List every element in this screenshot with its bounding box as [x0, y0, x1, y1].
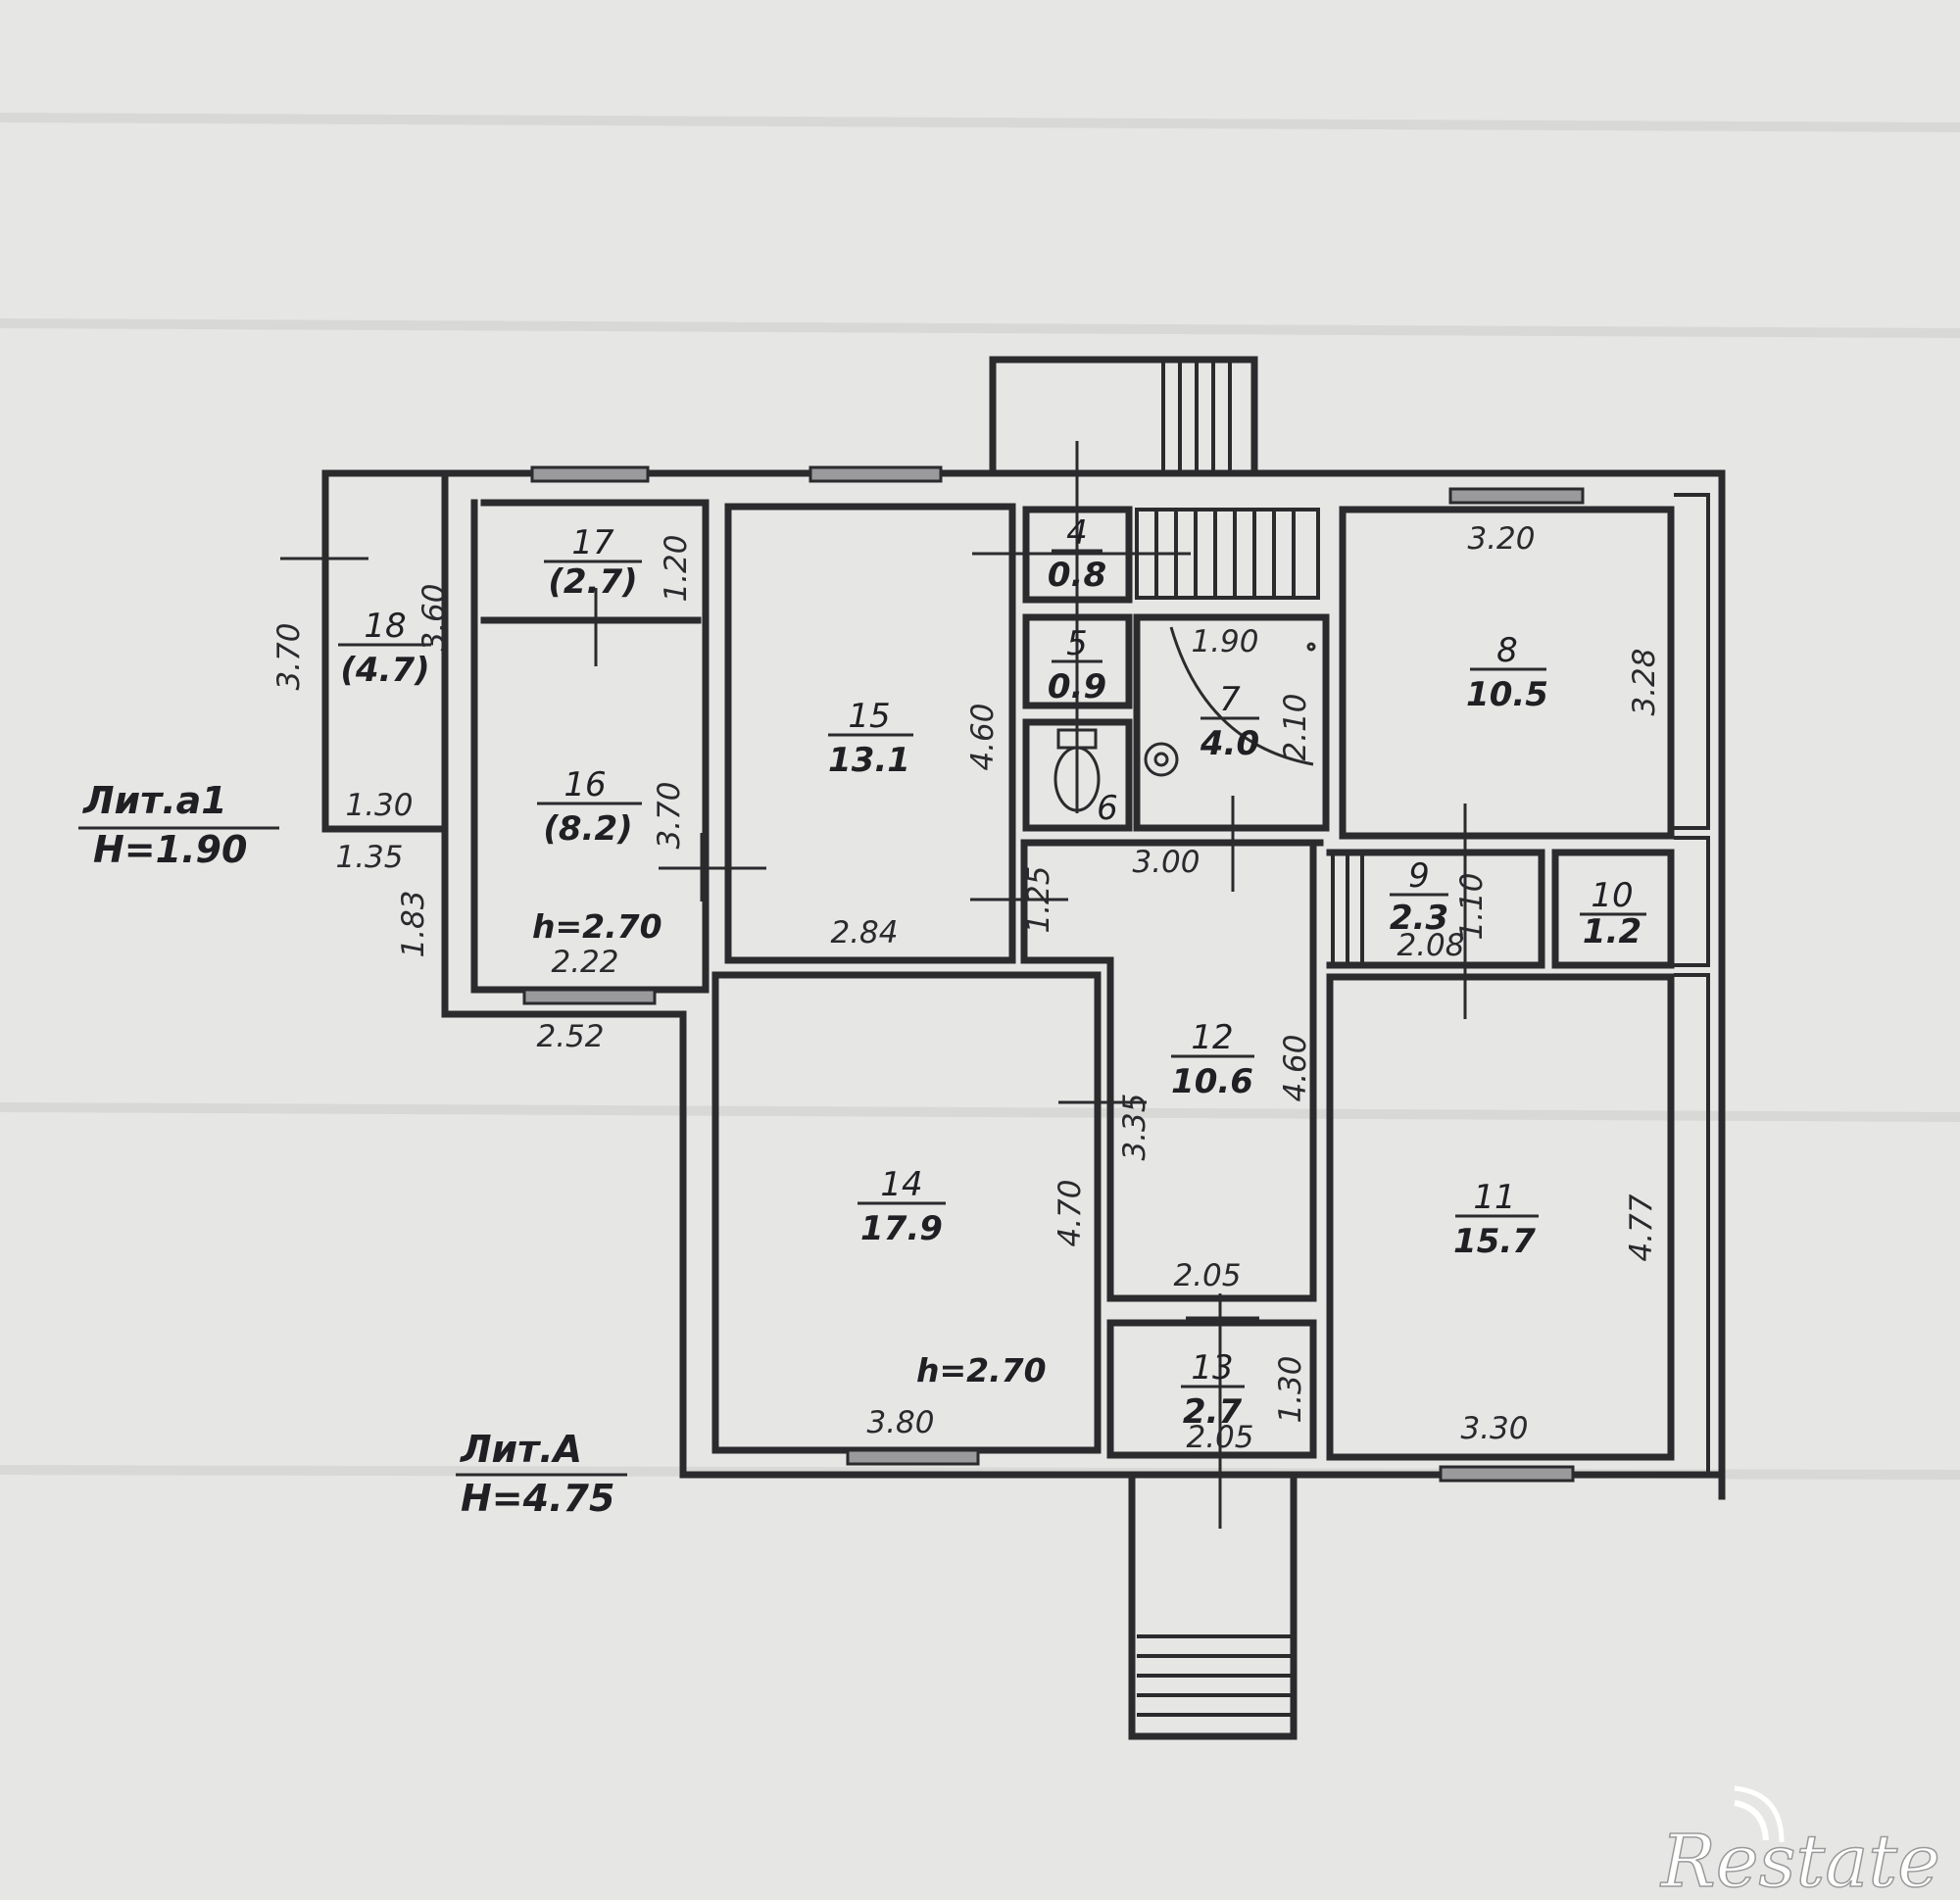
bathroom-fixtures — [1054, 626, 1316, 812]
room-number: 12 — [1191, 1018, 1233, 1057]
room-area: 1.2 — [1583, 912, 1642, 951]
walls — [321, 356, 1726, 1740]
dimension: 1.35 — [335, 840, 403, 875]
dimension: 1.20 — [659, 534, 694, 602]
dimension: 2.10 — [1278, 693, 1313, 760]
dimension: 3.30 — [1460, 1411, 1528, 1446]
room-area: 2.7 — [1183, 1392, 1243, 1432]
ceiling-heights: h=2.70 h=2.70 — [532, 907, 1047, 1389]
dimension: 3.35 — [1117, 1093, 1152, 1160]
dimension: 3.70 — [652, 781, 687, 849]
scan-background — [0, 113, 1960, 1480]
room-number: 4 — [1066, 513, 1088, 553]
room-area: (8.2) — [543, 809, 632, 849]
lit-a-label: Лит.А — [460, 1428, 582, 1471]
room-area: (2.7) — [548, 562, 637, 602]
dimension: 1.30 — [1273, 1355, 1308, 1423]
dimension: 3.80 — [866, 1405, 934, 1440]
room-number: 8 — [1496, 631, 1518, 670]
ceiling-height: h=2.70 — [916, 1351, 1047, 1389]
room-number: 15 — [848, 697, 890, 736]
lit-a1-height: Н=1.90 — [93, 828, 247, 871]
door-ticks — [280, 441, 1467, 1529]
door-swing-arc — [1169, 626, 1314, 766]
room-area: 0.8 — [1048, 556, 1106, 595]
room-number: 9 — [1408, 856, 1430, 896]
room-area: 0.9 — [1048, 667, 1106, 706]
dimension: 3.70 — [271, 622, 307, 690]
dimension: 3.00 — [1132, 845, 1200, 880]
room-number: 7 — [1219, 680, 1241, 719]
stairs — [1135, 360, 1364, 1717]
room-number: 5 — [1066, 624, 1088, 663]
room-number: 18 — [364, 607, 406, 646]
dimension: 3.28 — [1627, 648, 1662, 715]
dimension: 2.08 — [1396, 928, 1464, 963]
dimension: 3.20 — [1467, 521, 1535, 557]
dimension: 1.30 — [345, 788, 413, 823]
room-labels: 4 0.8 5 0.9 6 7 4.0 8 10.5 9 2.3 10 1.2 … — [338, 513, 1646, 1432]
dimension: 1.83 — [396, 890, 431, 957]
room-area: 13.1 — [828, 741, 910, 780]
dimension: 4.70 — [1053, 1179, 1088, 1246]
lit-a-height: Н=4.75 — [461, 1477, 614, 1520]
room-area: (4.7) — [340, 651, 429, 690]
dimension: 1.25 — [1021, 865, 1056, 933]
dimension: 4.77 — [1624, 1194, 1659, 1261]
room-number: 13 — [1191, 1348, 1233, 1388]
dimension: 3.60 — [416, 583, 452, 651]
dimension: 2.84 — [830, 915, 898, 950]
room-area: 2.3 — [1390, 899, 1448, 938]
shower-drain-icon — [1144, 742, 1179, 777]
dimension: 2.22 — [551, 945, 618, 980]
room-number: 16 — [564, 765, 606, 804]
ceiling-height: h=2.70 — [532, 907, 662, 946]
room-area: 17.9 — [860, 1209, 943, 1248]
room-number: 6 — [1097, 789, 1118, 828]
building-labels: Лит.а1 Н=1.90 Лит.А Н=4.75 — [78, 779, 627, 1520]
dimension: 1.10 — [1454, 872, 1490, 940]
room-area: 4.0 — [1200, 724, 1259, 763]
dimension: 4.60 — [1278, 1034, 1313, 1101]
dimension: 2.05 — [1173, 1258, 1241, 1293]
dimension: 2.52 — [536, 1019, 604, 1054]
room-area: 10.5 — [1466, 675, 1548, 714]
room-number: 14 — [880, 1165, 922, 1204]
room-number: 11 — [1473, 1178, 1515, 1217]
dimension: 2.05 — [1186, 1420, 1253, 1455]
room-number: 17 — [571, 523, 614, 562]
lit-a1-label: Лит.а1 — [82, 779, 227, 822]
restate-logo: Restate — [1659, 1820, 1940, 1900]
room-number: 10 — [1591, 876, 1633, 915]
dimension-labels: 3.70 3.60 1.30 1.35 1.83 1.20 3.70 2.22 … — [271, 521, 1662, 1455]
dimension: 4.60 — [965, 703, 1001, 770]
room-area: 15.7 — [1453, 1222, 1536, 1261]
room-area: 10.6 — [1171, 1062, 1253, 1101]
logo-signal-icon — [1734, 1800, 1769, 1841]
windows — [522, 465, 1585, 1483]
dimension: 1.90 — [1191, 624, 1258, 659]
